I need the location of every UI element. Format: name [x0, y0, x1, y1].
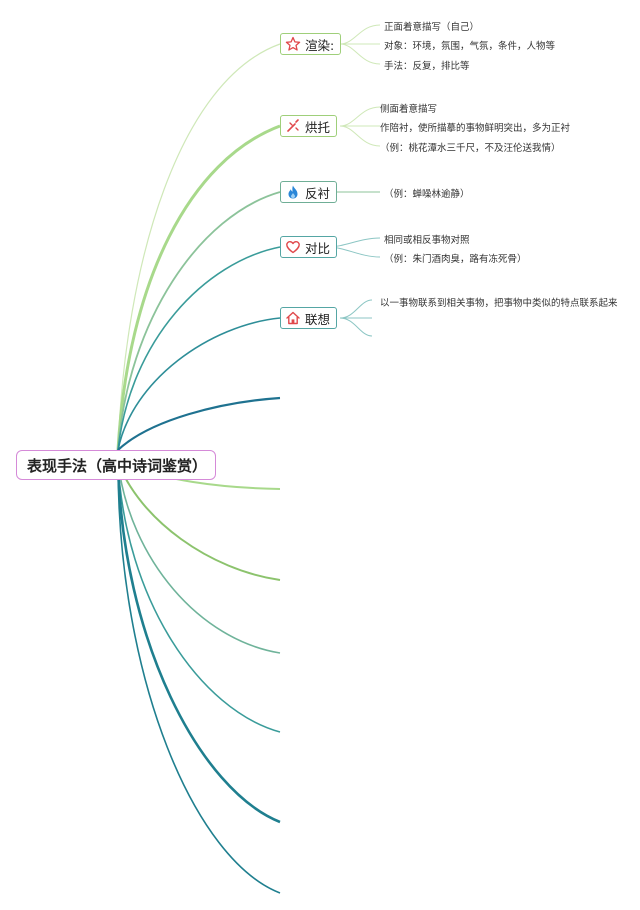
connector-empty-5 — [117, 461, 281, 733]
branch-comparison[interactable]: 对比 — [280, 236, 338, 258]
branch-association[interactable]: 联想 — [280, 307, 338, 329]
branch-rendering[interactable]: 渲染: — [280, 33, 342, 55]
heart-icon — [286, 241, 300, 254]
leaf-connector — [339, 43, 381, 65]
root-topic-label: 表现手法（高中诗词鉴赏） — [27, 456, 208, 475]
branch-label: 联想 — [305, 311, 331, 327]
branch-label: 对比 — [305, 240, 331, 256]
flame-icon — [288, 185, 298, 199]
home-icon — [286, 311, 300, 325]
connector-empty-3 — [117, 461, 281, 581]
connector-branch-2 — [116, 124, 281, 451]
branch-label: 烘托 — [305, 119, 331, 135]
leaf-item: 作陪衬，使所描摹的事物鲜明突出，多为正衬 — [380, 123, 571, 134]
branch-label: 渲染: — [305, 37, 335, 53]
connector-branch-5 — [117, 317, 281, 451]
leaf-connector — [339, 24, 381, 45]
leaf-item: 手法：反复，排比等 — [384, 61, 470, 72]
branch-foil[interactable]: 烘托 — [280, 115, 338, 137]
leaf-connector — [339, 125, 381, 147]
connector-empty-7 — [117, 461, 281, 894]
leaf-item: （例：朱门酒肉臭，路有冻死骨） — [384, 254, 527, 265]
connector-branch-4 — [117, 246, 281, 451]
leaf-item: （例：桃花潭水三千尺，不及汪伦送我情） — [380, 143, 561, 154]
leaf-connector — [339, 317, 373, 337]
connector-branch-3 — [117, 191, 281, 451]
leaf-item: （例：蝉噪林逾静） — [384, 189, 470, 200]
leaf-item: 相同或相反事物对照 — [384, 235, 470, 246]
connector-empty-6 — [116, 461, 281, 824]
branch-label: 反衬 — [305, 185, 331, 201]
leaf-item: 以一事物联系到相关事物，把事物中类似的特点联系起来 — [380, 298, 618, 309]
connector-empty-1 — [117, 396, 281, 451]
branch-contrast-foil[interactable]: 反衬 — [280, 181, 338, 203]
root-topic[interactable]: 表现手法（高中诗词鉴赏） — [16, 450, 216, 480]
leaf-connector — [339, 299, 373, 319]
connector-branch-1 — [117, 43, 281, 451]
leaf-item: 正面着意描写（自己） — [384, 22, 480, 33]
leaf-item: 侧面着意描写 — [380, 104, 438, 115]
pen-icon — [287, 119, 299, 132]
leaf-item: 对象：环境，氛围，气氛，条件，人物等 — [384, 41, 556, 52]
connector-empty-4 — [117, 461, 281, 654]
star-icon — [285, 36, 301, 51]
leaf-connector — [339, 106, 381, 127]
